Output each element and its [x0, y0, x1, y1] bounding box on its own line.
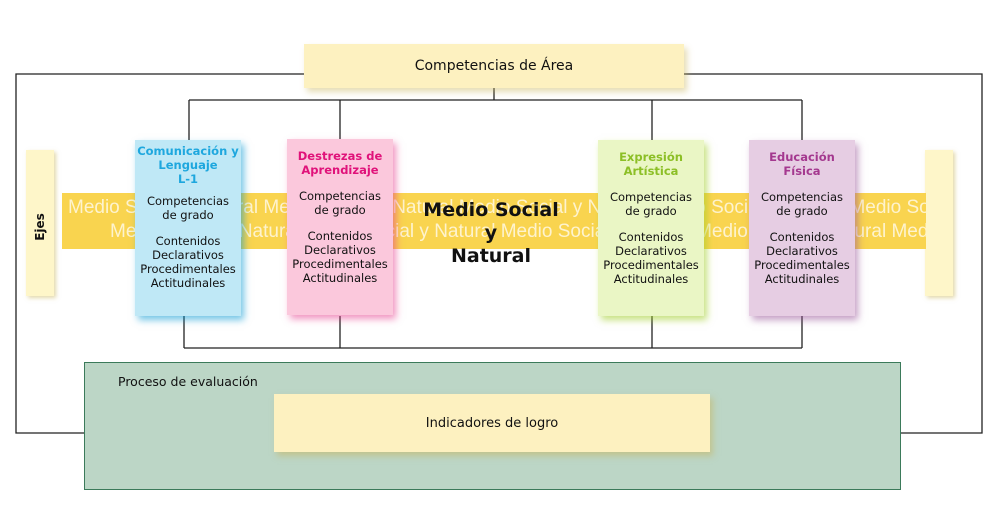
subject-contenidos: Contenidos Declarativos Procedimentales … [140, 234, 236, 290]
subject-comunicacion-lenguaje: Comunicación y Lenguaje L-1 Competencias… [135, 140, 241, 316]
competencias-area-title: Competencias de Área [414, 58, 574, 74]
subject-name: Comunicación y Lenguaje L-1 [137, 144, 239, 186]
band-center-line-2: Natural [450, 245, 532, 267]
ejes-tab-right [925, 150, 953, 296]
subject-name: Expresión Artística [619, 150, 683, 178]
subject-contenidos: Contenidos Declarativos Procedimentales … [292, 229, 388, 285]
subject-contenidos: Contenidos Declarativos Procedimentales … [603, 230, 699, 286]
subject-contenidos: Contenidos Declarativos Procedimentales … [754, 230, 850, 286]
competencias-area-box: Competencias de Área [304, 44, 684, 88]
subject-destrezas-aprendizaje: Destrezas de Aprendizaje Competencias de… [287, 139, 393, 315]
subject-expresion-artistica: Expresión Artística Competencias de grad… [598, 140, 704, 316]
band-center-line-1: Medio Social y [423, 199, 559, 244]
band-watermark-row-1: Medio Social y Natural Medio Social y Na… [68, 197, 926, 218]
subject-name: Destrezas de Aprendizaje [297, 149, 383, 177]
subject-competencias: Competencias de grado [609, 190, 693, 218]
indicadores-logro-label: Indicadores de logro [425, 415, 559, 431]
subject-competencias: Competencias de grado [146, 194, 230, 222]
subject-name: Educación Física [769, 150, 835, 178]
subject-competencias: Competencias de grado [760, 190, 844, 218]
subject-educacion-fisica: Educación Física Competencias de grado C… [749, 140, 855, 316]
ejes-tab-left [26, 150, 54, 296]
band-center-title: Medio Social y Natural [416, 199, 566, 268]
indicadores-logro-box: Indicadores de logro [274, 394, 710, 452]
proceso-evaluacion-label: Proceso de evaluación [118, 374, 258, 389]
subject-competencias: Competencias de grado [298, 189, 382, 217]
ejes-label: Ejes [33, 213, 47, 241]
